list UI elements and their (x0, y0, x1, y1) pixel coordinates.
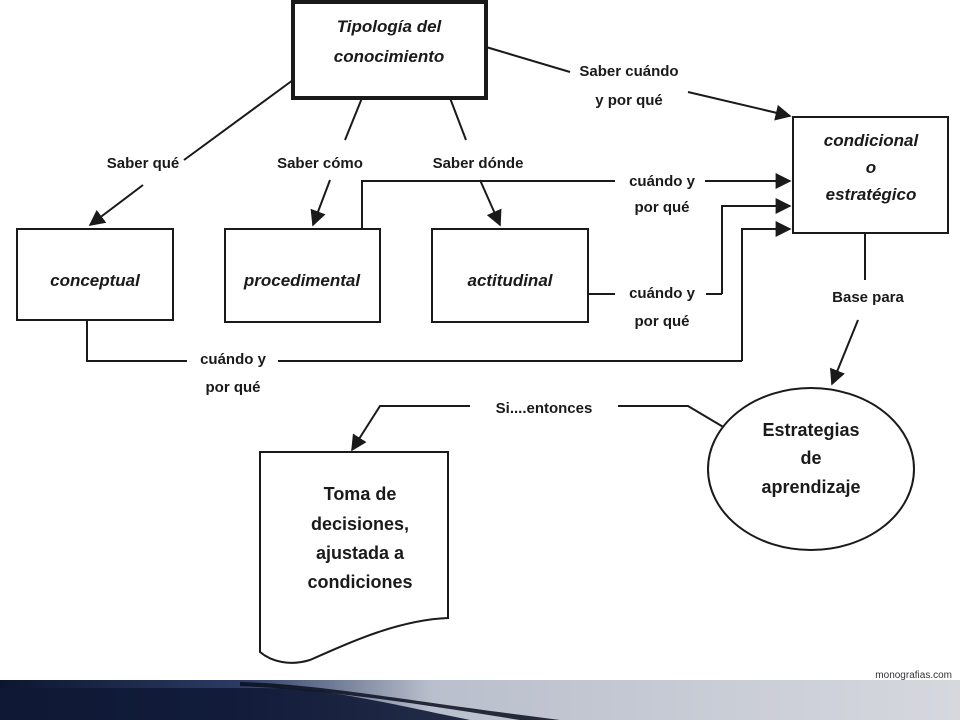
svg-text:decisiones,: decisiones, (311, 514, 409, 534)
edge-tipologia-actitudinal-2 (479, 179, 502, 227)
edge-conceptual-condicional-1 (86, 318, 187, 362)
credit-text: monografias.com (875, 670, 952, 681)
svg-text:Toma de: Toma de (324, 484, 397, 504)
svg-text:procedimental: procedimental (243, 271, 361, 290)
node-toma: Toma de decisiones, ajustada a condicion… (259, 451, 449, 664)
label-cuando-2b: por qué (635, 313, 690, 330)
edge-labels: Saber cuándo y por qué Saber qué Saber c… (107, 63, 905, 417)
svg-text:aprendizaje: aprendizaje (761, 477, 860, 497)
node-conceptual: conceptual (16, 228, 174, 321)
label-cuando-1: cuándo y (629, 173, 696, 190)
label-cuando-1b: por qué (635, 199, 690, 216)
edge-tipologia-conceptual-2 (88, 184, 144, 226)
edge-estrategias-toma-2 (351, 405, 470, 452)
edge-tipologia-procedimental-2 (310, 179, 331, 227)
edge-procedimental-condicional-1 (361, 180, 615, 232)
edge-conceptual-condicional-3 (741, 221, 792, 361)
node-procedimental: procedimental (224, 228, 381, 323)
svg-text:Tipología del: Tipología del (337, 17, 443, 36)
label-base-para: Base para (832, 289, 904, 306)
node-estrategias: Estrategias de aprendizaje (707, 387, 915, 551)
edge-tipologia-condicional-2 (687, 91, 792, 121)
label-saber-que: Saber qué (107, 155, 180, 172)
edge-tipologia-conceptual-1 (183, 79, 294, 161)
svg-text:conceptual: conceptual (50, 271, 141, 290)
label-saber-cuando-2: y por qué (595, 92, 663, 109)
node-condicional: condicional o estratégico (792, 116, 949, 234)
label-cuando-2: cuándo y (629, 285, 696, 302)
connectors (86, 46, 866, 452)
label-saber-como: Saber cómo (277, 155, 363, 172)
svg-text:de: de (800, 448, 821, 468)
label-cuando-3: cuándo y (200, 351, 267, 368)
svg-text:condiciones: condiciones (307, 572, 412, 592)
svg-text:actitudinal: actitudinal (467, 271, 553, 290)
label-cuando-3b: por qué (206, 379, 261, 396)
edge-tipologia-actitudinal-1 (449, 97, 467, 141)
node-tipologia: Tipología del conocimiento (291, 0, 488, 100)
svg-text:estratégico: estratégico (826, 185, 917, 204)
svg-text:ajustada a: ajustada a (316, 543, 405, 563)
footer-bar (0, 680, 960, 720)
svg-text:Estrategias: Estrategias (762, 420, 859, 440)
node-actitudinal: actitudinal (431, 228, 589, 323)
label-si-entonces: Si....entonces (496, 400, 593, 417)
svg-text:conocimiento: conocimiento (334, 47, 445, 66)
edge-estrategias-toma-1 (618, 405, 726, 429)
svg-text:condicional: condicional (824, 131, 920, 150)
svg-text:o: o (866, 158, 876, 177)
edge-tipologia-procedimental-1 (344, 97, 363, 141)
label-saber-cuando: Saber cuándo (579, 63, 678, 80)
edge-condicional-estrategias-2 (830, 319, 859, 386)
label-saber-donde: Saber dónde (433, 155, 524, 172)
edge-actitudinal-condicional-3 (721, 198, 792, 294)
edge-tipologia-condicional-1 (485, 46, 571, 73)
